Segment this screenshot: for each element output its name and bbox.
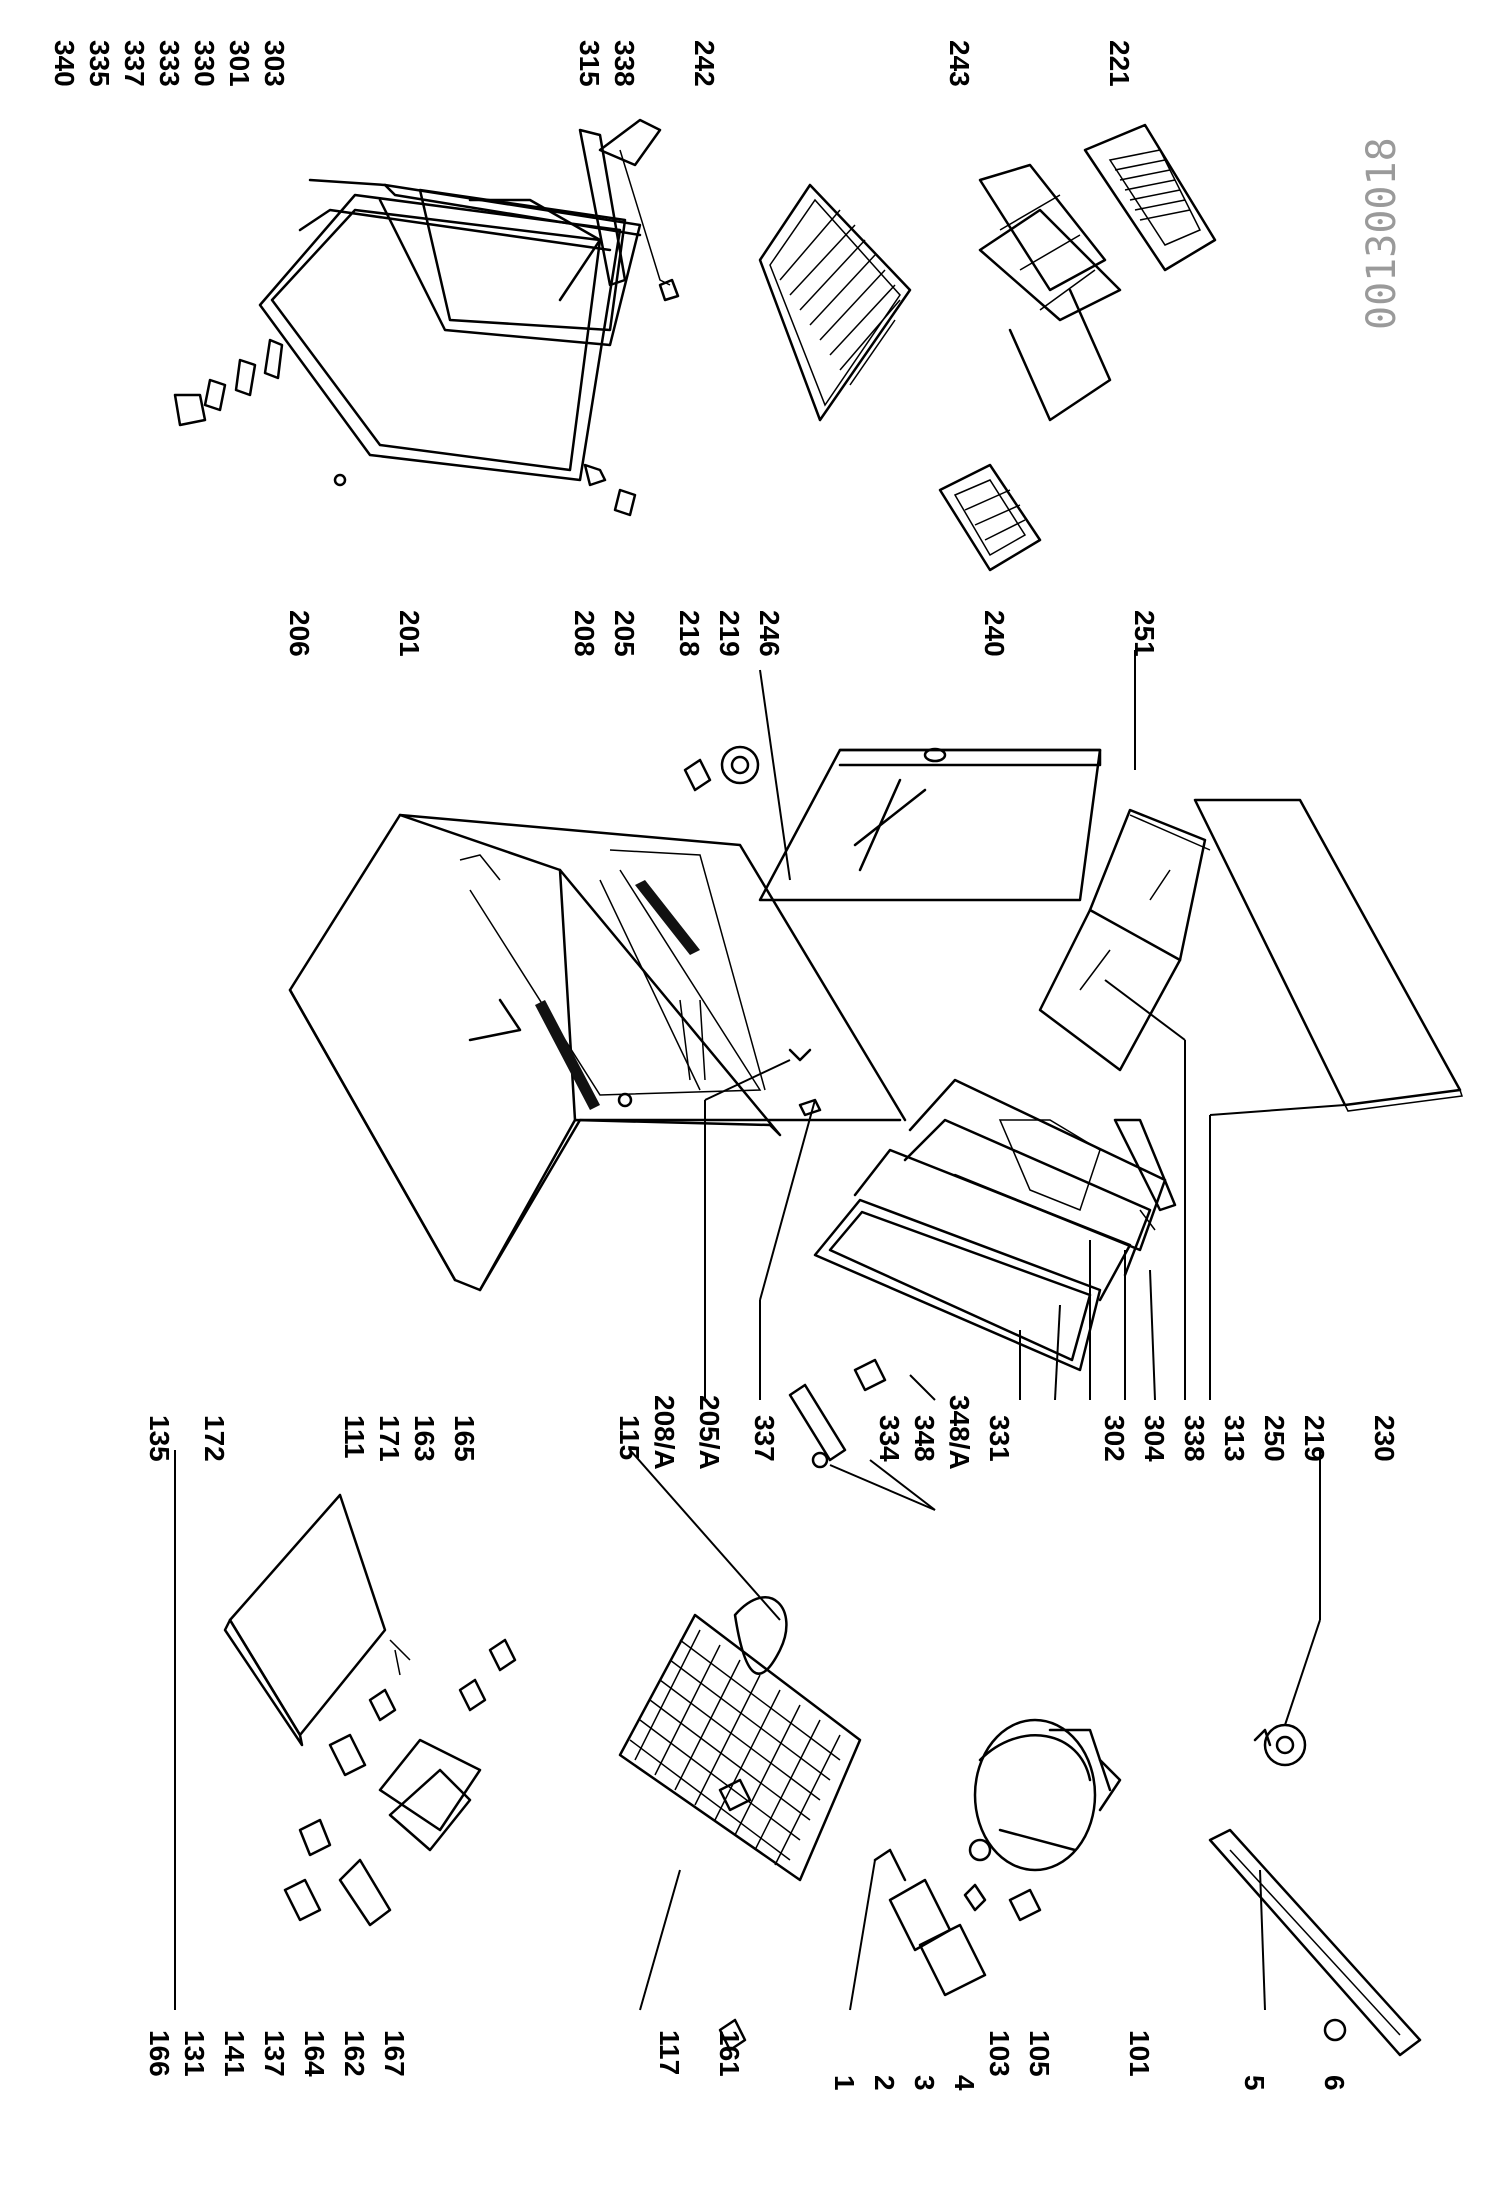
callout-208: 208 [569, 610, 600, 657]
thermostat-knob-top [683, 745, 760, 792]
lower-door-assembly [813, 1078, 1177, 1372]
callout-2: 2 [869, 2075, 900, 2091]
callout-338-top: 338 [609, 40, 640, 87]
callout-5: 5 [1239, 2075, 1270, 2091]
electrical-box-parts [283, 1638, 752, 2052]
callout-331: 331 [984, 1415, 1015, 1462]
callout-4: 4 [949, 2075, 980, 2091]
starter-relay-parts [873, 1838, 1042, 1997]
base-rail [1208, 1828, 1422, 2057]
callout-111: 111 [339, 1415, 370, 1459]
callout-115: 115 [614, 1415, 645, 1460]
callout-243: 243 [944, 40, 975, 87]
callout-3: 3 [909, 2075, 940, 2091]
callout-337-mid: 337 [749, 1415, 780, 1462]
callout-165: 165 [449, 1415, 480, 1462]
callout-348: 348 [909, 1415, 940, 1462]
callout-171: 171 [374, 1415, 405, 1462]
callout-335: 335 [84, 40, 115, 87]
callout-205: 205 [609, 610, 640, 657]
glass-shelf [1038, 808, 1211, 1072]
callout-246: 246 [754, 610, 785, 657]
callout-340: 340 [49, 40, 80, 87]
callout-137: 137 [259, 2030, 290, 2077]
callout-103: 103 [984, 2030, 1015, 2077]
callout-301: 301 [224, 40, 255, 87]
callout-101: 101 [1124, 2030, 1155, 2077]
callout-337-top: 337 [119, 40, 150, 87]
callout-242: 242 [689, 40, 720, 87]
cabinet-body [288, 813, 907, 1292]
callout-205A: 205/A [694, 1395, 725, 1470]
vent-grille [1083, 123, 1217, 272]
callout-167: 167 [379, 2030, 410, 2077]
callout-162: 162 [339, 2030, 370, 2077]
callout-333: 333 [154, 40, 185, 87]
callout-218: 218 [674, 610, 705, 657]
callout-117: 117 [654, 2030, 685, 2075]
wire-basket [978, 163, 1122, 422]
thermostat-knob-bottom [1253, 1723, 1307, 1767]
callout-251: 251 [1129, 610, 1160, 657]
callout-141: 141 [219, 2030, 250, 2077]
callout-164: 164 [299, 2030, 330, 2077]
callout-338-mid: 338 [1179, 1415, 1210, 1462]
callout-219-top: 219 [714, 610, 745, 657]
callout-304: 304 [1139, 1415, 1170, 1462]
callout-172: 172 [199, 1415, 230, 1462]
callout-313: 313 [1219, 1415, 1250, 1462]
callout-135: 135 [144, 1415, 175, 1462]
condenser-coil [618, 1596, 862, 1882]
drawing-code: 00130018 [1359, 137, 1405, 330]
callout-201: 201 [394, 610, 425, 657]
callout-161: 161 [714, 2030, 745, 2077]
callout-219-mid: 219 [1299, 1415, 1330, 1462]
freezer-grid-shelf [758, 183, 912, 422]
ice-tray [938, 463, 1042, 572]
callout-131: 131 [179, 2030, 210, 2077]
callout-303: 303 [259, 40, 290, 87]
callout-206: 206 [284, 610, 315, 657]
callout-208A: 208/A [649, 1395, 680, 1470]
callout-302: 302 [1099, 1415, 1130, 1462]
evaporator-door-plate [758, 747, 1102, 902]
callout-105: 105 [1024, 2030, 1055, 2077]
bottom-panel [1193, 798, 1463, 1112]
callout-315: 315 [574, 40, 605, 87]
callout-330: 330 [189, 40, 220, 87]
callout-163: 163 [409, 1415, 440, 1462]
callout-240: 240 [979, 610, 1010, 657]
callout-230: 230 [1369, 1415, 1400, 1462]
callout-221: 221 [1104, 40, 1135, 87]
callout-348A: 348/A [944, 1395, 975, 1470]
door-hinge-parts [788, 1358, 887, 1469]
rear-cover-plate [223, 1493, 411, 1747]
callout-250: 250 [1259, 1415, 1290, 1462]
callout-334: 334 [874, 1415, 905, 1462]
callout-labels: 340 335 337 333 330 301 303 315 338 242 … [49, 40, 1400, 2091]
compressor [973, 1718, 1122, 1872]
callout-166: 166 [144, 2030, 175, 2077]
leader-lines [174, 650, 1346, 2011]
callout-1: 1 [829, 2075, 860, 2091]
callout-6: 6 [1319, 2075, 1350, 2091]
freezer-lid-assembly [173, 118, 680, 517]
